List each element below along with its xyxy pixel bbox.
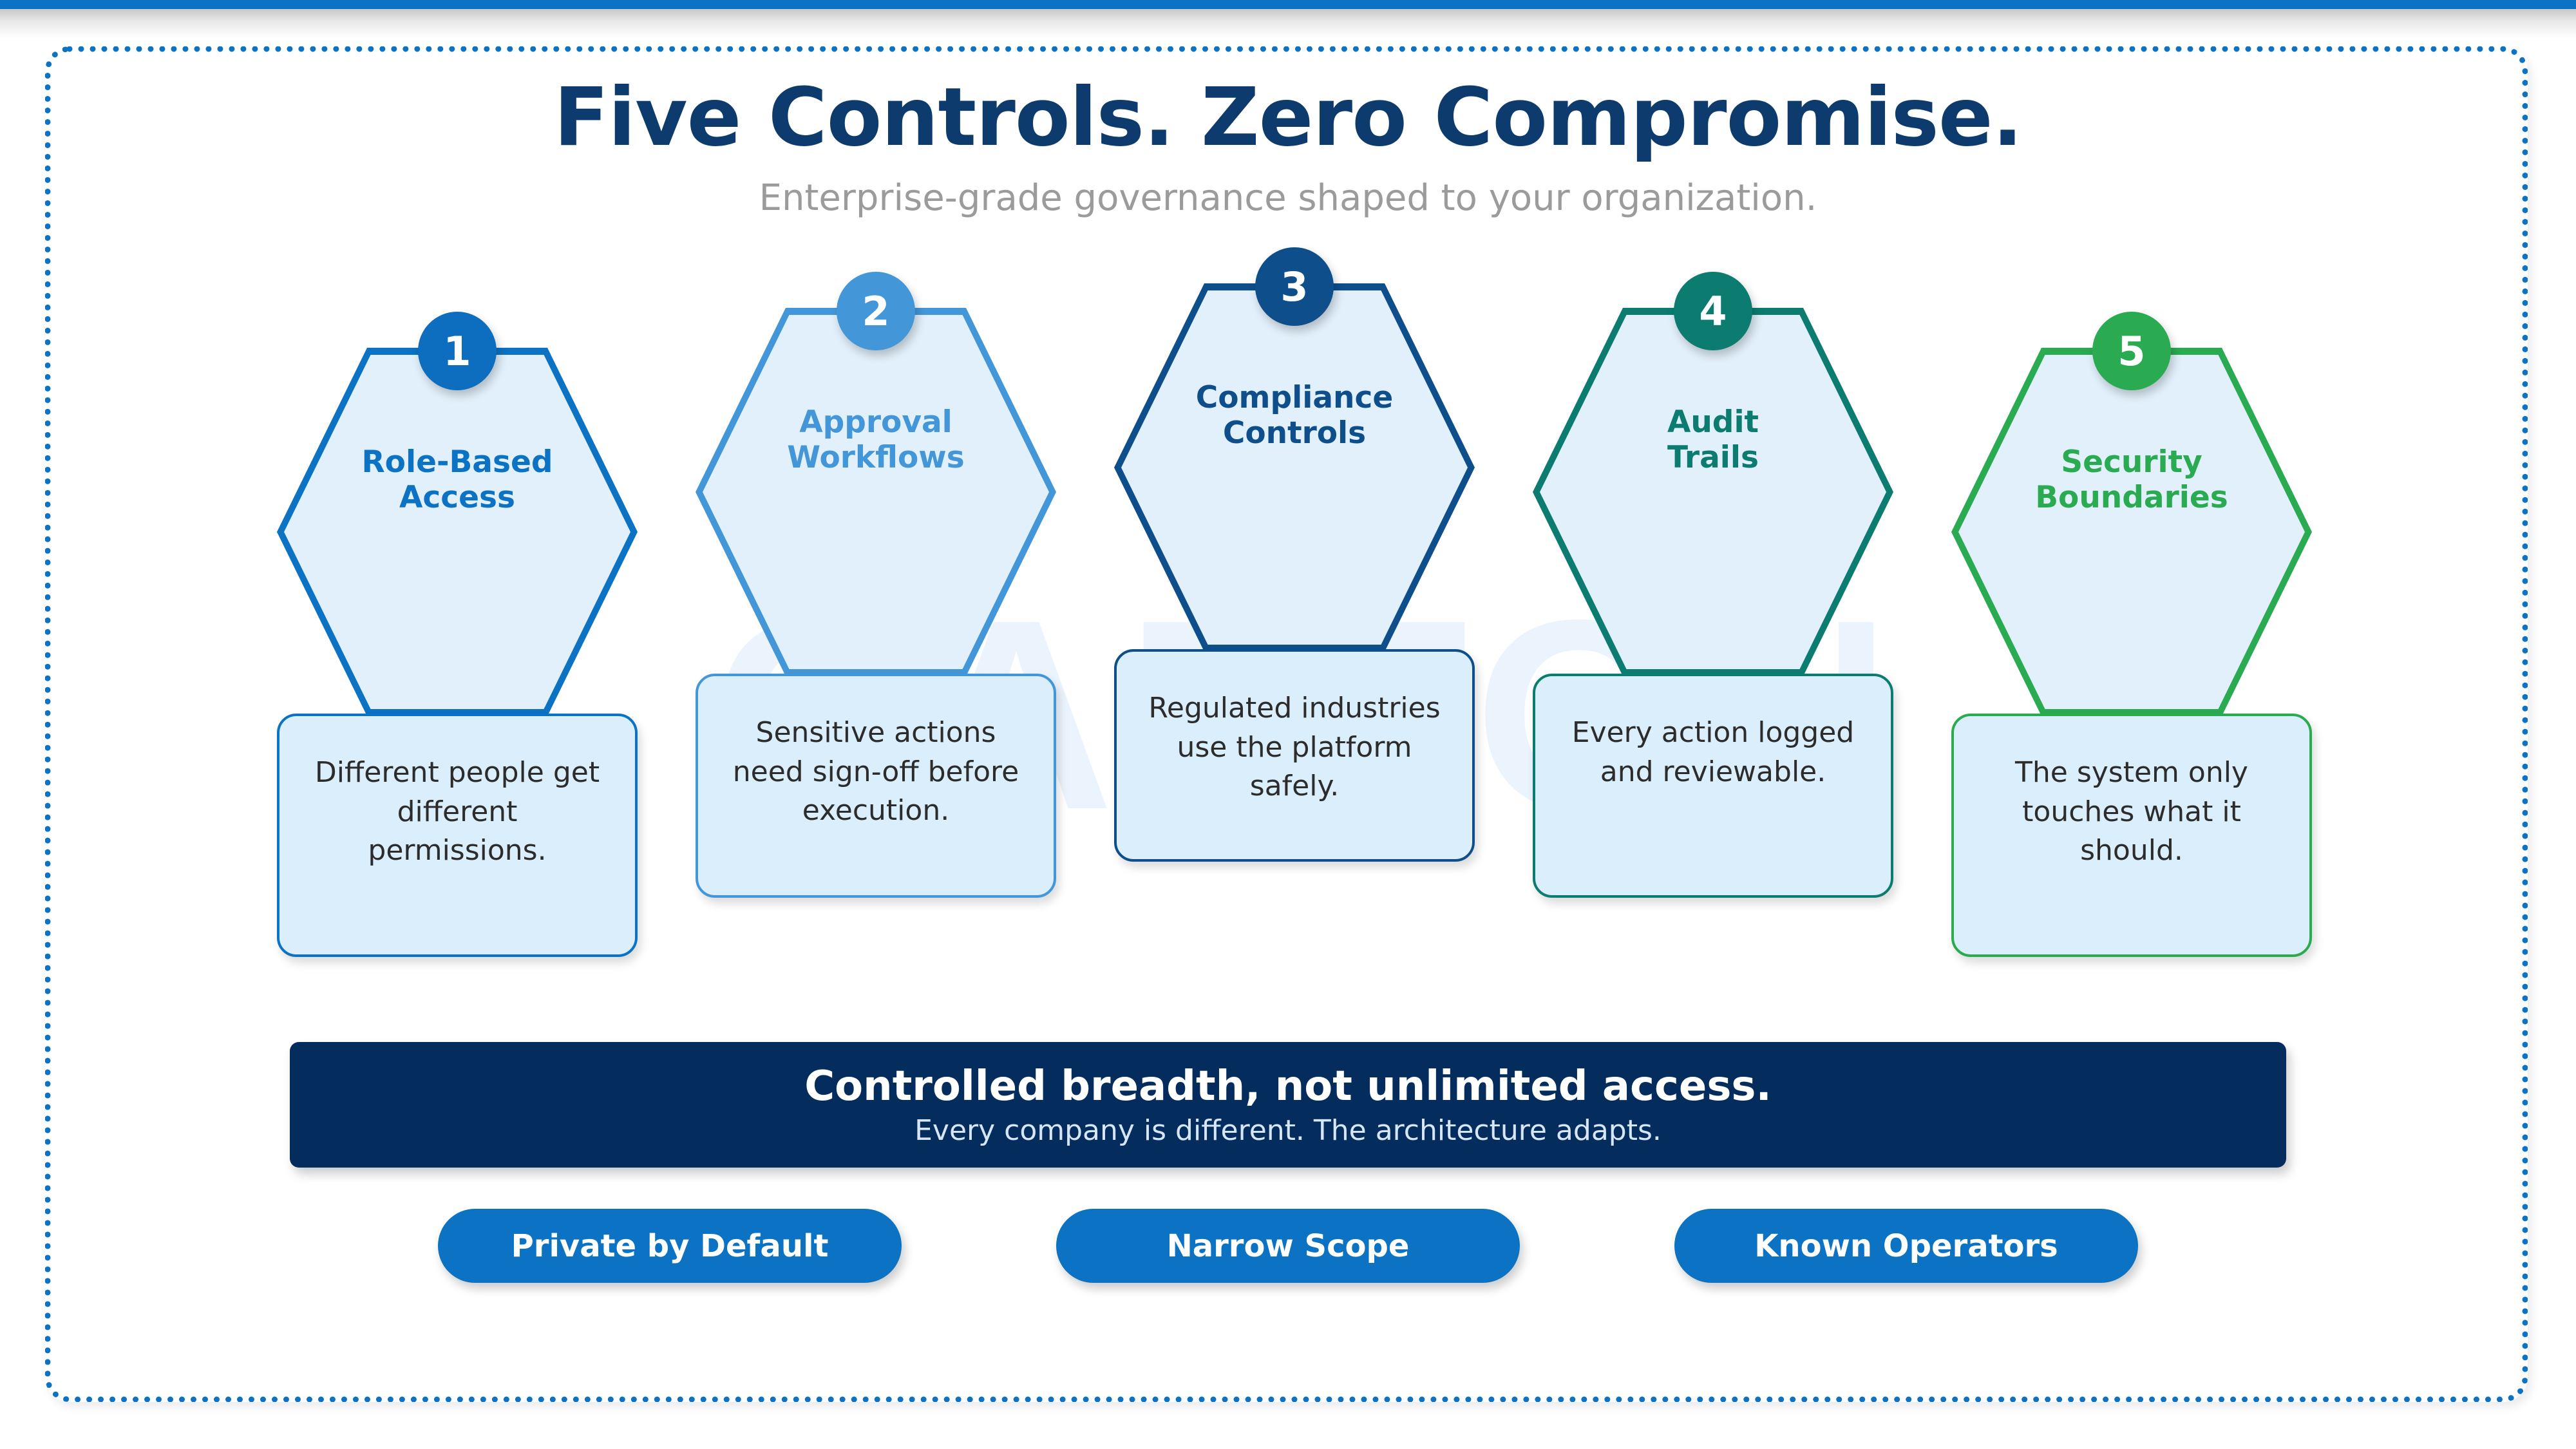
control-column-3: Compliance Controls 3 Regulated industri… <box>1114 247 1475 862</box>
description-card-2: Sensitive actions need sign-off before e… <box>696 674 1056 898</box>
hexagon-fill <box>284 355 630 709</box>
hexagon-fill <box>1540 315 1886 669</box>
dotted-frame-border <box>45 46 2528 1402</box>
hexagon-fill <box>703 315 1049 669</box>
page-subtitle: Enterprise-grade governance shaped to yo… <box>759 177 1817 219</box>
hexagon-3[interactable]: Compliance Controls 3 <box>1114 247 1475 652</box>
hexagon-4[interactable]: Audit Trails 4 <box>1533 272 1893 676</box>
hexagon-title-1: Role-Based Access <box>277 444 638 516</box>
description-text-2: Sensitive actions need sign-off before e… <box>732 716 1019 828</box>
hexagon-title-3: Compliance Controls <box>1114 380 1475 451</box>
description-card-3: Regulated industries use the platform sa… <box>1114 649 1475 862</box>
step-badge-1: 1 <box>418 312 497 390</box>
step-badge-2: 2 <box>837 272 915 350</box>
top-bar-shadow <box>0 9 2576 39</box>
hexagon-fill <box>1121 290 1468 645</box>
banner-title: Controlled breadth, not unlimited access… <box>804 1063 1772 1110</box>
control-column-5: Security Boundaries 5 The system only to… <box>1951 312 2312 957</box>
hexagon-title-2: Approval Workflows <box>696 404 1056 476</box>
control-column-4: Audit Trails 4 Every action logged and r… <box>1533 272 1893 898</box>
pill-button-narrow-scope[interactable]: Narrow Scope <box>1056 1209 1520 1283</box>
hexagon-title-line2: Access <box>399 480 515 516</box>
page-title: Five Controls. Zero Compromise. <box>553 71 2023 164</box>
description-card-5: The system only touches what it should. <box>1951 714 2312 957</box>
hexagon-title-line1: Audit <box>1667 404 1759 440</box>
hexagon-2[interactable]: Approval Workflows 2 <box>696 272 1056 676</box>
control-column-1: Role-Based Access 1 Different people get… <box>277 312 638 957</box>
hexagon-title-line1: Role-Based <box>361 444 553 480</box>
pill-button-private-by-default[interactable]: Private by Default <box>438 1209 902 1283</box>
top-accent-bar <box>0 0 2576 9</box>
pill-button-known-operators[interactable]: Known Operators <box>1674 1209 2138 1283</box>
hexagon-title-line2: Boundaries <box>2035 480 2228 516</box>
hexagon-title-line1: Approval <box>799 404 952 440</box>
description-card-4: Every action logged and reviewable. <box>1533 674 1893 898</box>
hexagon-title-5: Security Boundaries <box>1951 444 2312 516</box>
hexagon-title-line2: Trails <box>1667 440 1759 476</box>
hexagon-title-4: Audit Trails <box>1533 404 1893 476</box>
hexagon-title-line2: Workflows <box>787 440 965 476</box>
step-badge-3: 3 <box>1255 247 1334 326</box>
step-badge-5: 5 <box>2092 312 2171 390</box>
hexagon-fill <box>1958 355 2305 709</box>
summary-banner: Controlled breadth, not unlimited access… <box>290 1042 2286 1168</box>
description-text-4: Every action logged and reviewable. <box>1571 716 1855 788</box>
hexagon-title-line1: Compliance <box>1195 380 1394 415</box>
banner-subtitle: Every company is different. The architec… <box>914 1114 1662 1147</box>
description-text-3: Regulated industries use the platform sa… <box>1148 692 1441 803</box>
description-text-1: Different people get different permissio… <box>314 756 600 867</box>
hexagon-title-line2: Controls <box>1222 415 1367 451</box>
hexagon-5[interactable]: Security Boundaries 5 <box>1951 312 2312 716</box>
description-card-1: Different people get different permissio… <box>277 714 638 957</box>
hexagon-title-line1: Security <box>2061 444 2202 480</box>
hexagon-1[interactable]: Role-Based Access 1 <box>277 312 638 716</box>
control-column-2: Approval Workflows 2 Sensitive actions n… <box>696 272 1056 898</box>
step-badge-4: 4 <box>1674 272 1752 350</box>
description-text-5: The system only touches what it should. <box>2015 756 2248 867</box>
